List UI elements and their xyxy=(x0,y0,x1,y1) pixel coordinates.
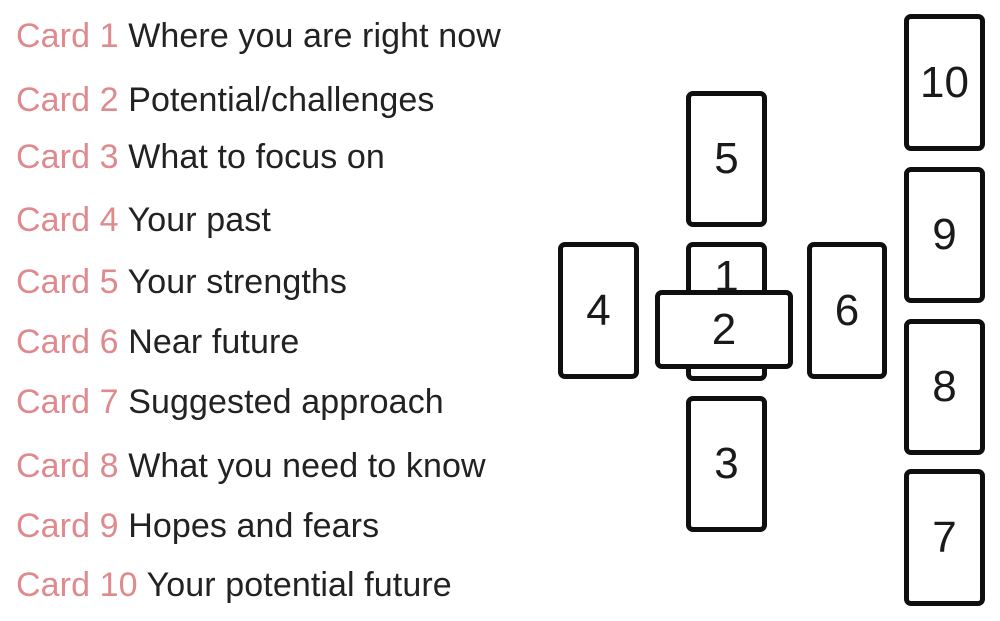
legend-item-card-2: Card 2 Potential/challenges xyxy=(16,80,435,120)
card-position-4: 4 xyxy=(558,242,639,379)
card-number: 10 xyxy=(920,57,969,107)
legend-label: Card 4 xyxy=(16,201,119,239)
card-number: 2 xyxy=(711,304,737,354)
legend-meaning: Your past xyxy=(127,201,271,239)
legend-item-card-1: Card 1 Where you are right now xyxy=(16,16,501,56)
card-number: 6 xyxy=(834,285,860,335)
card-position-6: 6 xyxy=(807,242,887,379)
card-number: 3 xyxy=(714,439,739,488)
legend-item-card-3: Card 3 What to focus on xyxy=(16,137,385,177)
card-position-5: 5 xyxy=(686,91,767,227)
legend-label: Card 5 xyxy=(16,263,119,301)
legend-item-card-9: Card 9 Hopes and fears xyxy=(16,506,379,546)
legend-item-card-7: Card 7 Suggested approach xyxy=(16,382,444,422)
card-position-3: 3 xyxy=(686,396,767,532)
legend-item-card-4: Card 4 Your past xyxy=(16,200,271,240)
legend-label: Card 3 xyxy=(16,138,119,176)
card-position-8: 8 xyxy=(904,319,985,455)
card-position-7: 7 xyxy=(904,469,985,606)
legend-label: Card 10 xyxy=(16,566,138,604)
legend-meaning: Hopes and fears xyxy=(128,507,380,545)
card-position-9: 9 xyxy=(904,167,985,303)
legend-label: Card 6 xyxy=(16,323,119,361)
card-number: 5 xyxy=(714,134,739,183)
card-number: 8 xyxy=(932,362,957,411)
card-number: 7 xyxy=(932,512,957,562)
legend-label: Card 8 xyxy=(16,447,119,485)
card-number: 4 xyxy=(586,285,611,335)
legend-meaning: Near future xyxy=(128,323,300,361)
legend-meaning: Your strengths xyxy=(127,263,347,301)
legend-meaning: Suggested approach xyxy=(128,383,444,421)
legend-label: Card 2 xyxy=(16,81,119,119)
legend-label: Card 1 xyxy=(16,17,119,55)
card-position-2: 2 xyxy=(655,290,793,369)
legend-item-card-8: Card 8 What you need to know xyxy=(16,446,486,486)
legend-label: Card 7 xyxy=(16,383,119,421)
legend-meaning: What to focus on xyxy=(128,138,385,176)
legend-item-card-10: Card 10 Your potential future xyxy=(16,565,452,605)
legend-label: Card 9 xyxy=(16,507,119,545)
legend-meaning: Where you are right now xyxy=(128,17,501,55)
legend-item-card-6: Card 6 Near future xyxy=(16,322,299,362)
card-number: 9 xyxy=(932,210,957,259)
card-position-10: 10 xyxy=(904,14,985,151)
legend-item-card-5: Card 5 Your strengths xyxy=(16,262,347,302)
legend-meaning: Your potential future xyxy=(146,566,452,604)
legend-meaning: What you need to know xyxy=(128,447,486,485)
legend-meaning: Potential/challenges xyxy=(128,81,435,119)
